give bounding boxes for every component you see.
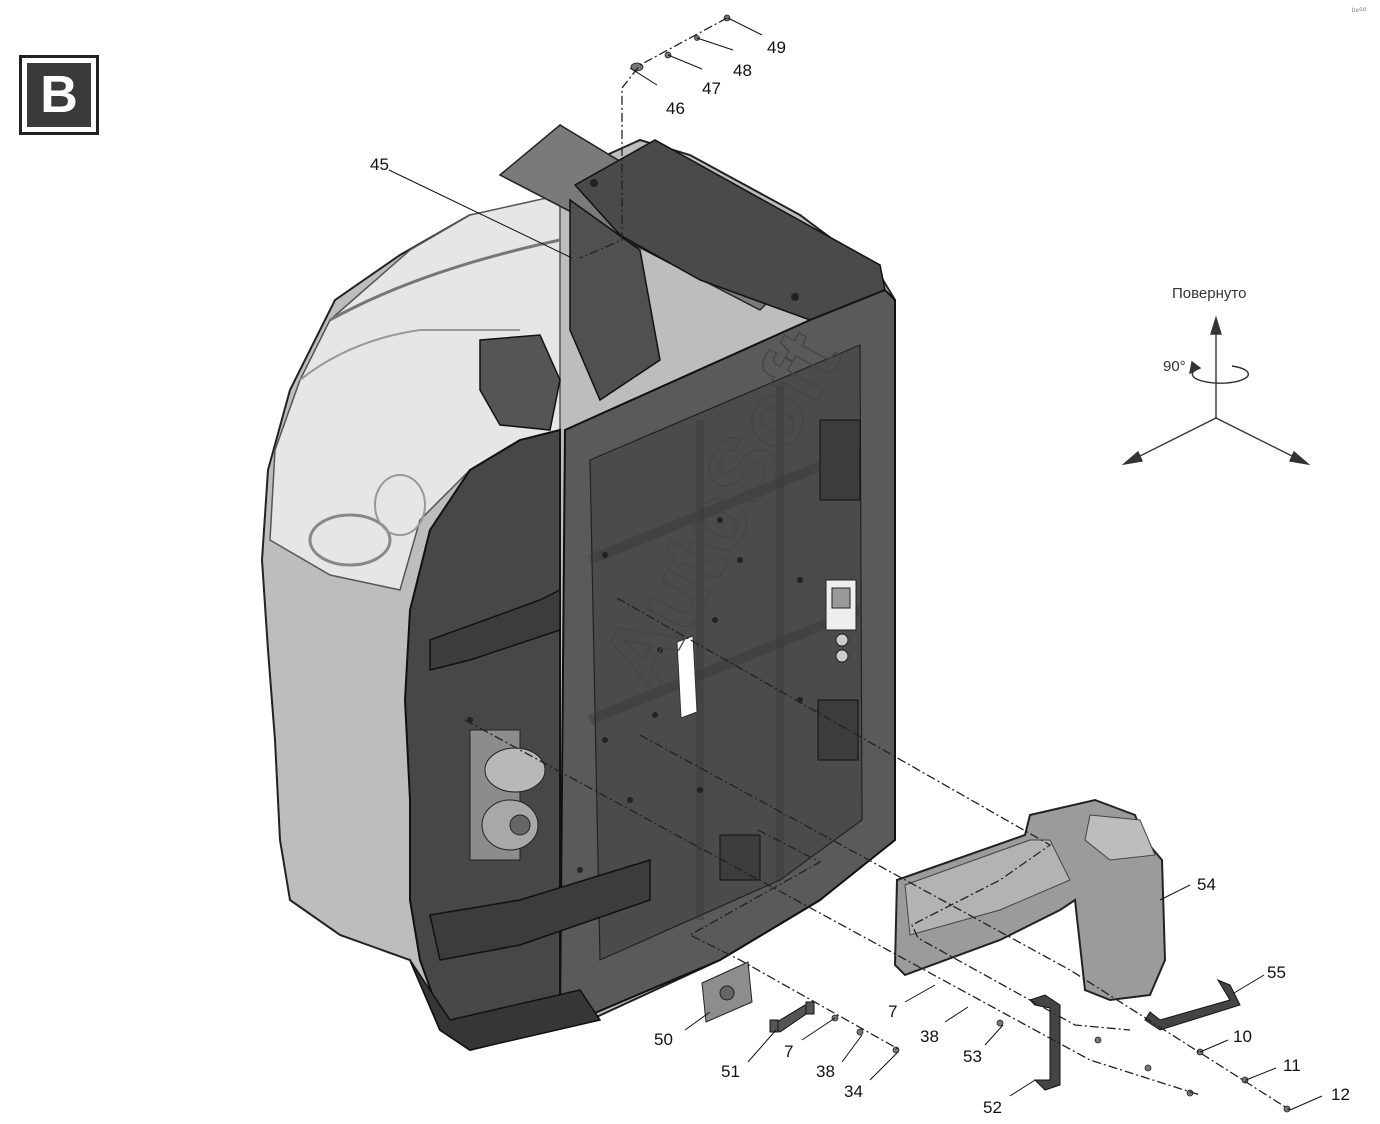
rear-cover-54 (893, 798, 1167, 1002)
callout-7a: 7 (784, 1042, 793, 1061)
callout-49: 49 (767, 38, 786, 57)
bracket-55 (1144, 978, 1241, 1031)
callout-34: 34 (844, 1082, 863, 1101)
callout-10: 10 (1233, 1027, 1252, 1046)
callout-38b: 38 (920, 1027, 939, 1046)
rotation-angle: 90° (1163, 358, 1186, 375)
callout-47: 47 (702, 79, 721, 98)
bracket-52 (1029, 994, 1061, 1091)
callout-53: 53 (963, 1047, 982, 1066)
cab-window (269, 194, 561, 591)
callout-11: 11 (1283, 1056, 1301, 1075)
valve-unit (469, 729, 546, 861)
view-badge: B (19, 55, 99, 135)
view-letter: B (27, 63, 91, 127)
cab-assembly (260, 124, 897, 1052)
bracket-51 (769, 1001, 815, 1033)
callout-46: 46 (666, 99, 685, 118)
callout-55: 55 (1267, 963, 1286, 982)
axis-arrows-icon (1121, 315, 1311, 466)
assembly-lines (464, 17, 1291, 1111)
orientation-label: Повернуто (1172, 285, 1246, 302)
callout-12: 12 (1331, 1085, 1350, 1104)
corner-mark: ᵇ⁶⁰⁰ (1352, 6, 1367, 16)
callout-48: 48 (733, 61, 752, 80)
callout-45: 45 (370, 155, 389, 174)
callout-7b: 7 (888, 1002, 897, 1021)
plate-50 (701, 961, 753, 1023)
callout-51: 51 (721, 1062, 740, 1081)
callout-54: 54 (1197, 875, 1216, 894)
callout-labels: 45 46 47 48 49 54 55 10 11 12 50 51 7 38… (370, 38, 1350, 1117)
callout-38a: 38 (816, 1062, 835, 1081)
rotation-arrow-icon (1189, 360, 1249, 384)
callout-50: 50 (654, 1030, 673, 1049)
leader-lines (388, 17, 1323, 1111)
callout-52: 52 (983, 1098, 1002, 1117)
orientation-indicator: Повернуто 90° (1121, 285, 1311, 466)
